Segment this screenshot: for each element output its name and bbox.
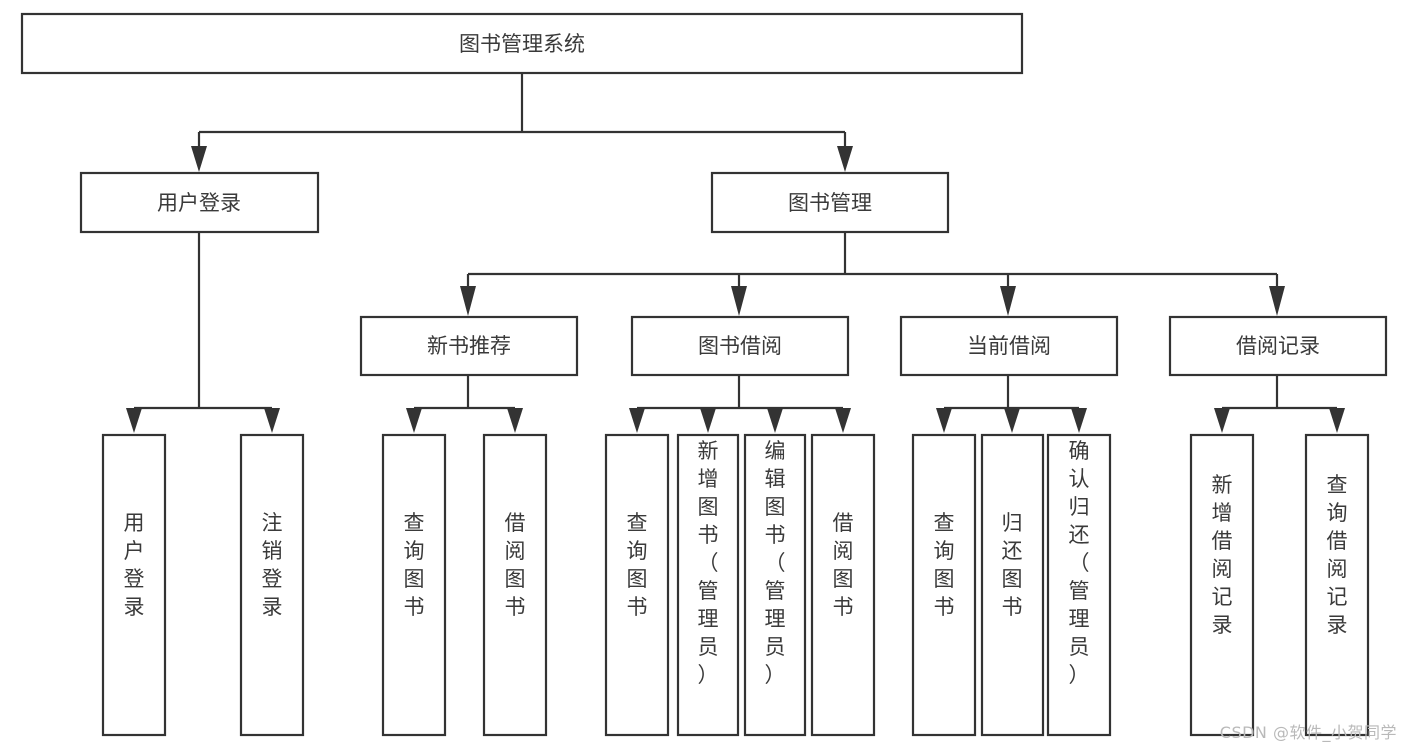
leaf-user-login-1-label: 用户登录 bbox=[124, 511, 145, 619]
node-borrow-record[interactable]: 借阅记录 bbox=[1168, 315, 1388, 377]
leaf-book-borrow-2-label: 新增图书（管理员） bbox=[698, 439, 719, 687]
arrow-bookmgmt-to-current bbox=[1000, 286, 1016, 316]
node-book-management-box[interactable] bbox=[710, 171, 950, 234]
leaf-current-borrow-2-box[interactable] bbox=[980, 433, 1045, 737]
arrow-borrow-leaf-1 bbox=[629, 408, 645, 433]
leaf-book-borrow-3-box[interactable] bbox=[743, 433, 807, 737]
leaf-book-borrow-1-label: 查询图书 bbox=[627, 511, 648, 619]
arrow-login-leaf-1 bbox=[126, 408, 142, 433]
node-current-borrow-label: 当前借阅 bbox=[967, 334, 1051, 358]
leaf-current-borrow-2[interactable]: 归还图书 bbox=[980, 433, 1045, 737]
leaf-new-book-1[interactable]: 查询图书 bbox=[381, 433, 447, 737]
arrow-borrow-leaf-2 bbox=[700, 408, 716, 433]
leaf-book-borrow-2[interactable]: 新增图书（管理员） bbox=[676, 433, 740, 737]
leaf-new-book-1-box[interactable] bbox=[381, 433, 447, 737]
leaf-book-borrow-4-label: 借阅图书 bbox=[833, 511, 854, 619]
arrow-current-leaf-1 bbox=[936, 408, 952, 433]
arrow-bookmgmt-to-record bbox=[1269, 286, 1285, 316]
leaf-new-book-2-box[interactable] bbox=[482, 433, 548, 737]
leaf-book-borrow-1-box[interactable] bbox=[604, 433, 670, 737]
leaf-current-borrow-1-box[interactable] bbox=[911, 433, 977, 737]
leaf-user-login-1-box[interactable] bbox=[101, 433, 167, 737]
leaf-user-login-2[interactable]: 注销登录 bbox=[239, 433, 305, 737]
connector-layer bbox=[126, 73, 1345, 433]
node-borrow-record-label: 借阅记录 bbox=[1236, 334, 1320, 358]
node-borrow-record-box[interactable] bbox=[1168, 315, 1388, 377]
node-user-login-label: 用户登录 bbox=[157, 191, 241, 215]
leaf-user-login-1[interactable]: 用户登录 bbox=[101, 433, 167, 737]
node-current-borrow-box[interactable] bbox=[899, 315, 1119, 377]
node-current-borrow[interactable]: 当前借阅 bbox=[899, 315, 1119, 377]
leaf-new-book-2-label: 借阅图书 bbox=[505, 511, 526, 619]
leaf-borrow-record-2[interactable]: 查询借阅记录 bbox=[1304, 433, 1370, 737]
leaf-book-borrow-4[interactable]: 借阅图书 bbox=[810, 433, 876, 737]
arrow-root-to-login bbox=[191, 146, 207, 172]
node-user-login[interactable]: 用户登录 bbox=[79, 171, 320, 234]
arrow-record-leaf-2 bbox=[1329, 408, 1345, 433]
node-new-book-recommend[interactable]: 新书推荐 bbox=[359, 315, 579, 377]
arrow-login-leaf-2 bbox=[264, 408, 280, 433]
leaf-current-borrow-1[interactable]: 查询图书 bbox=[911, 433, 977, 737]
node-book-borrow[interactable]: 图书借阅 bbox=[630, 315, 850, 377]
leaf-book-borrow-3-label: 编辑图书（管理员） bbox=[765, 439, 786, 687]
leaf-new-book-2[interactable]: 借阅图书 bbox=[482, 433, 548, 737]
node-new-book-recommend-label: 新书推荐 bbox=[427, 334, 511, 358]
leaf-book-borrow-3[interactable]: 编辑图书（管理员） bbox=[743, 433, 807, 737]
leaf-borrow-record-1[interactable]: 新增借阅记录 bbox=[1189, 433, 1255, 737]
arrow-current-leaf-2 bbox=[1004, 408, 1020, 433]
arrow-borrow-leaf-4 bbox=[835, 408, 851, 433]
arrow-root-to-bookmgmt bbox=[837, 146, 853, 172]
csdn-watermark: CSDN @软件_小贺同学 bbox=[1219, 723, 1397, 742]
node-book-borrow-box[interactable] bbox=[630, 315, 850, 377]
node-new-book-recommend-box[interactable] bbox=[359, 315, 579, 377]
leaf-user-login-2-label: 注销登录 bbox=[262, 511, 283, 619]
leaf-current-borrow-3-label: 确认归还（管理员） bbox=[1069, 439, 1090, 687]
node-book-management[interactable]: 图书管理 bbox=[710, 171, 950, 234]
leaf-borrow-record-2-label: 查询借阅记录 bbox=[1327, 473, 1348, 637]
leaf-borrow-record-2-box[interactable] bbox=[1304, 433, 1370, 737]
leaf-current-borrow-1-label: 查询图书 bbox=[934, 511, 955, 619]
leaf-current-borrow-2-label: 归还图书 bbox=[1002, 511, 1023, 619]
leaf-book-borrow-4-box[interactable] bbox=[810, 433, 876, 737]
arrow-record-leaf-1 bbox=[1214, 408, 1230, 433]
arrow-bookmgmt-to-borrow bbox=[731, 286, 747, 316]
leaf-book-borrow-2-box[interactable] bbox=[676, 433, 740, 737]
leaf-borrow-record-1-label: 新增借阅记录 bbox=[1212, 473, 1233, 637]
arrow-new-leaf-1 bbox=[406, 408, 422, 433]
node-user-login-box[interactable] bbox=[79, 171, 320, 234]
arrow-borrow-leaf-3 bbox=[767, 408, 783, 433]
leaf-book-borrow-1[interactable]: 查询图书 bbox=[604, 433, 670, 737]
node-root-label: 图书管理系统 bbox=[459, 32, 585, 56]
node-book-borrow-label: 图书借阅 bbox=[698, 334, 782, 358]
leaf-current-borrow-3-box[interactable] bbox=[1046, 433, 1112, 737]
leaf-user-login-2-box[interactable] bbox=[239, 433, 305, 737]
leaf-borrow-record-1-box[interactable] bbox=[1189, 433, 1255, 737]
arrow-new-leaf-2 bbox=[507, 408, 523, 433]
arrow-current-leaf-3 bbox=[1071, 408, 1087, 433]
arrow-bookmgmt-to-new bbox=[460, 286, 476, 316]
node-book-management-label: 图书管理 bbox=[788, 191, 872, 215]
leaf-new-book-1-label: 查询图书 bbox=[404, 511, 425, 619]
node-root[interactable]: 图书管理系统 bbox=[20, 12, 1024, 75]
leaf-current-borrow-3[interactable]: 确认归还（管理员） bbox=[1046, 433, 1112, 737]
node-root-box[interactable] bbox=[20, 12, 1024, 75]
